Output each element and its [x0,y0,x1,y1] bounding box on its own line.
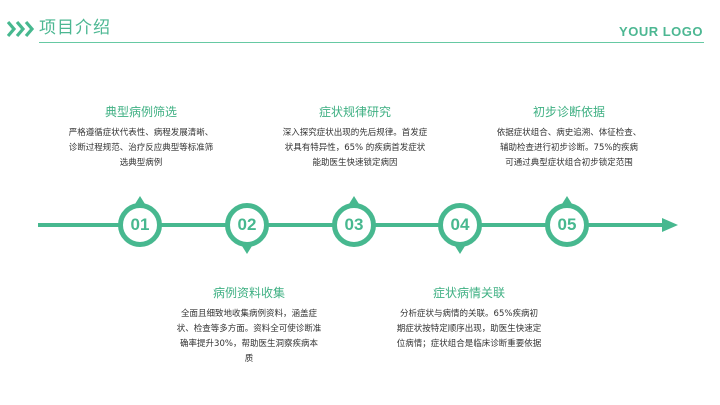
step-description: 深入探究症状出现的先后规律。首发症状具有特异性，65% 的疾病首发症状能助医生快… [282,128,428,168]
logo: YOUR LOGO [619,24,703,39]
step-description: 全面且细致地收集病例资料，涵盖症状、检查等多方面。资料全可使诊断准确率提升30%… [176,309,322,364]
step-node-02: 02 [225,203,269,247]
step-number: 04 [450,215,470,234]
step-node-04: 04 [438,203,482,247]
page-title: 项目介绍 [39,18,111,38]
header-divider [39,42,704,43]
step-description: 严格遵循症状代表性、病程发展清晰、诊断过程规范、治疗反应典型等标准筛选典型病例 [68,128,214,168]
step-block-02: 病例资料收集 全面且细致地收集病例资料，涵盖症状、检查等多方面。资料全可使诊断准… [176,285,322,367]
step-number: 03 [344,215,364,234]
step-number: 02 [237,215,257,234]
step-block-05: 初步诊断依据 依据症状组合、病史追溯、体征检查、辅助检查进行初步诊断。75%的疾… [496,104,642,171]
chevrons-icon [7,20,35,38]
step-block-04: 症状病情关联 分析症状与病情的关联。65%疾病初期症状按特定顺序出现，助医生快速… [396,285,542,352]
step-title: 初步诊断依据 [532,105,605,119]
step-title: 典型病例筛选 [104,105,177,119]
step-title: 症状病情关联 [432,286,505,300]
step-description: 依据症状组合、病史追溯、体征检查、辅助检查进行初步诊断。75%的疾病可通过典型症… [496,128,642,168]
step-node-05: 05 [545,203,589,247]
step-description: 分析症状与病情的关联。65%疾病初期症状按特定顺序出现，助医生快速定位病情；症状… [396,309,542,349]
step-block-03: 症状规律研究 深入探究症状出现的先后规律。首发症状具有特异性，65% 的疾病首发… [282,104,428,171]
step-title: 病例资料收集 [212,286,285,300]
step-node-01: 01 [118,203,162,247]
step-block-01: 典型病例筛选 严格遵循症状代表性、病程发展清晰、诊断过程规范、治疗反应典型等标准… [68,104,214,171]
step-title: 症状规律研究 [318,105,391,119]
step-number: 01 [130,215,150,234]
step-node-03: 03 [332,203,376,247]
step-number: 05 [557,215,577,234]
